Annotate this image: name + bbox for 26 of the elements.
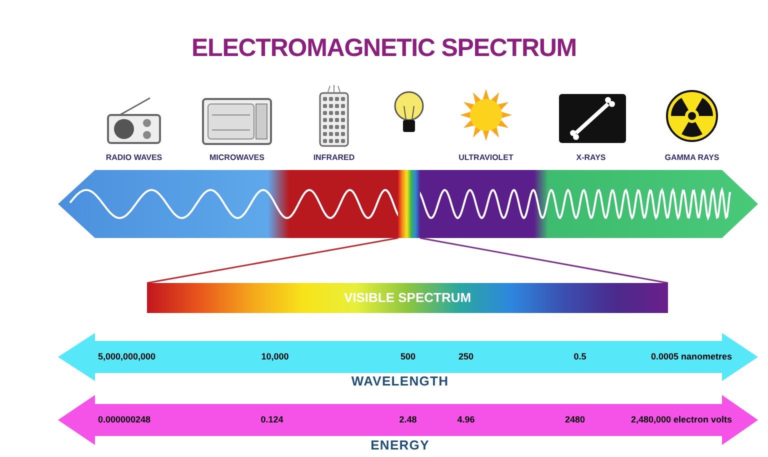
visible-band: [398, 170, 420, 238]
axis-title: ENERGY: [370, 436, 430, 454]
scale-value: 500: [400, 350, 416, 364]
band-caption: ULTRAVIOLET: [458, 152, 514, 164]
axis-title: WAVELENGTH: [351, 372, 449, 390]
scale-value: 5,000,000,000: [98, 350, 156, 364]
diagram-title: ELECTROMAGNETIC SPECTRUM: [190, 33, 578, 64]
scale-value: 0.0005 nanometres: [650, 350, 732, 364]
scale-value: 4.96: [457, 413, 475, 426]
band-caption: INFRARED: [313, 152, 355, 164]
connector-line: [146, 237, 398, 284]
scale-value: 10,000: [261, 350, 289, 364]
band-caption: RADIO WAVES: [106, 152, 162, 164]
scale-value: 0.124: [260, 413, 284, 426]
scale-value: 2480: [564, 413, 586, 426]
band-caption: GAMMA RAYS: [664, 152, 720, 164]
band-caption: MICROWAVES: [210, 152, 264, 164]
connector-line: [420, 237, 668, 284]
scale-value: 0.5: [574, 350, 586, 364]
scale-value: 0.000000248: [98, 413, 151, 426]
scale-value: 2.48: [399, 413, 417, 426]
bar-label: VISIBLE SPECTRUM: [344, 289, 472, 308]
scale-value: 2,480,000 electron volts: [630, 413, 732, 426]
scale-value: 250: [458, 350, 474, 364]
visible-spectrum-bar: [147, 283, 668, 313]
band-caption: X-RAYS: [576, 152, 606, 164]
